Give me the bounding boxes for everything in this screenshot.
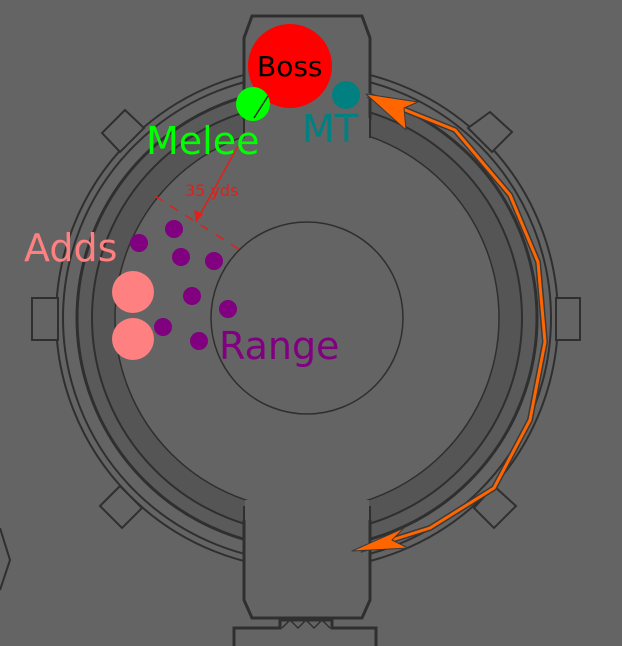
add-marker (112, 271, 154, 313)
range-marker (172, 248, 190, 266)
mt-marker (332, 81, 360, 109)
arena-wall-notches (31, 108, 581, 530)
boss-marker (248, 24, 332, 108)
distance-label: 35 yds (185, 181, 238, 200)
melee-label: Melee (146, 119, 259, 163)
range-marker (130, 234, 148, 252)
melee-marker (236, 87, 270, 121)
range-marker (165, 220, 183, 238)
curved-arrow-icon (351, 92, 548, 553)
boss-label: Boss (257, 50, 323, 83)
range-marker (154, 318, 172, 336)
range-group (130, 220, 237, 350)
melee-facing-line (253, 95, 269, 119)
adds-label: Adds (24, 226, 117, 270)
range-indicator (154, 145, 241, 251)
range-marker (183, 287, 201, 305)
map-edge-fragment (0, 527, 12, 591)
mt-label: MT (302, 107, 359, 151)
range-label: Range (219, 324, 339, 368)
add-marker (112, 318, 154, 360)
inner-platform (210, 221, 404, 415)
south-alcove (232, 500, 378, 646)
range-marker (205, 252, 223, 270)
range-marker (190, 332, 208, 350)
range-marker (219, 300, 237, 318)
